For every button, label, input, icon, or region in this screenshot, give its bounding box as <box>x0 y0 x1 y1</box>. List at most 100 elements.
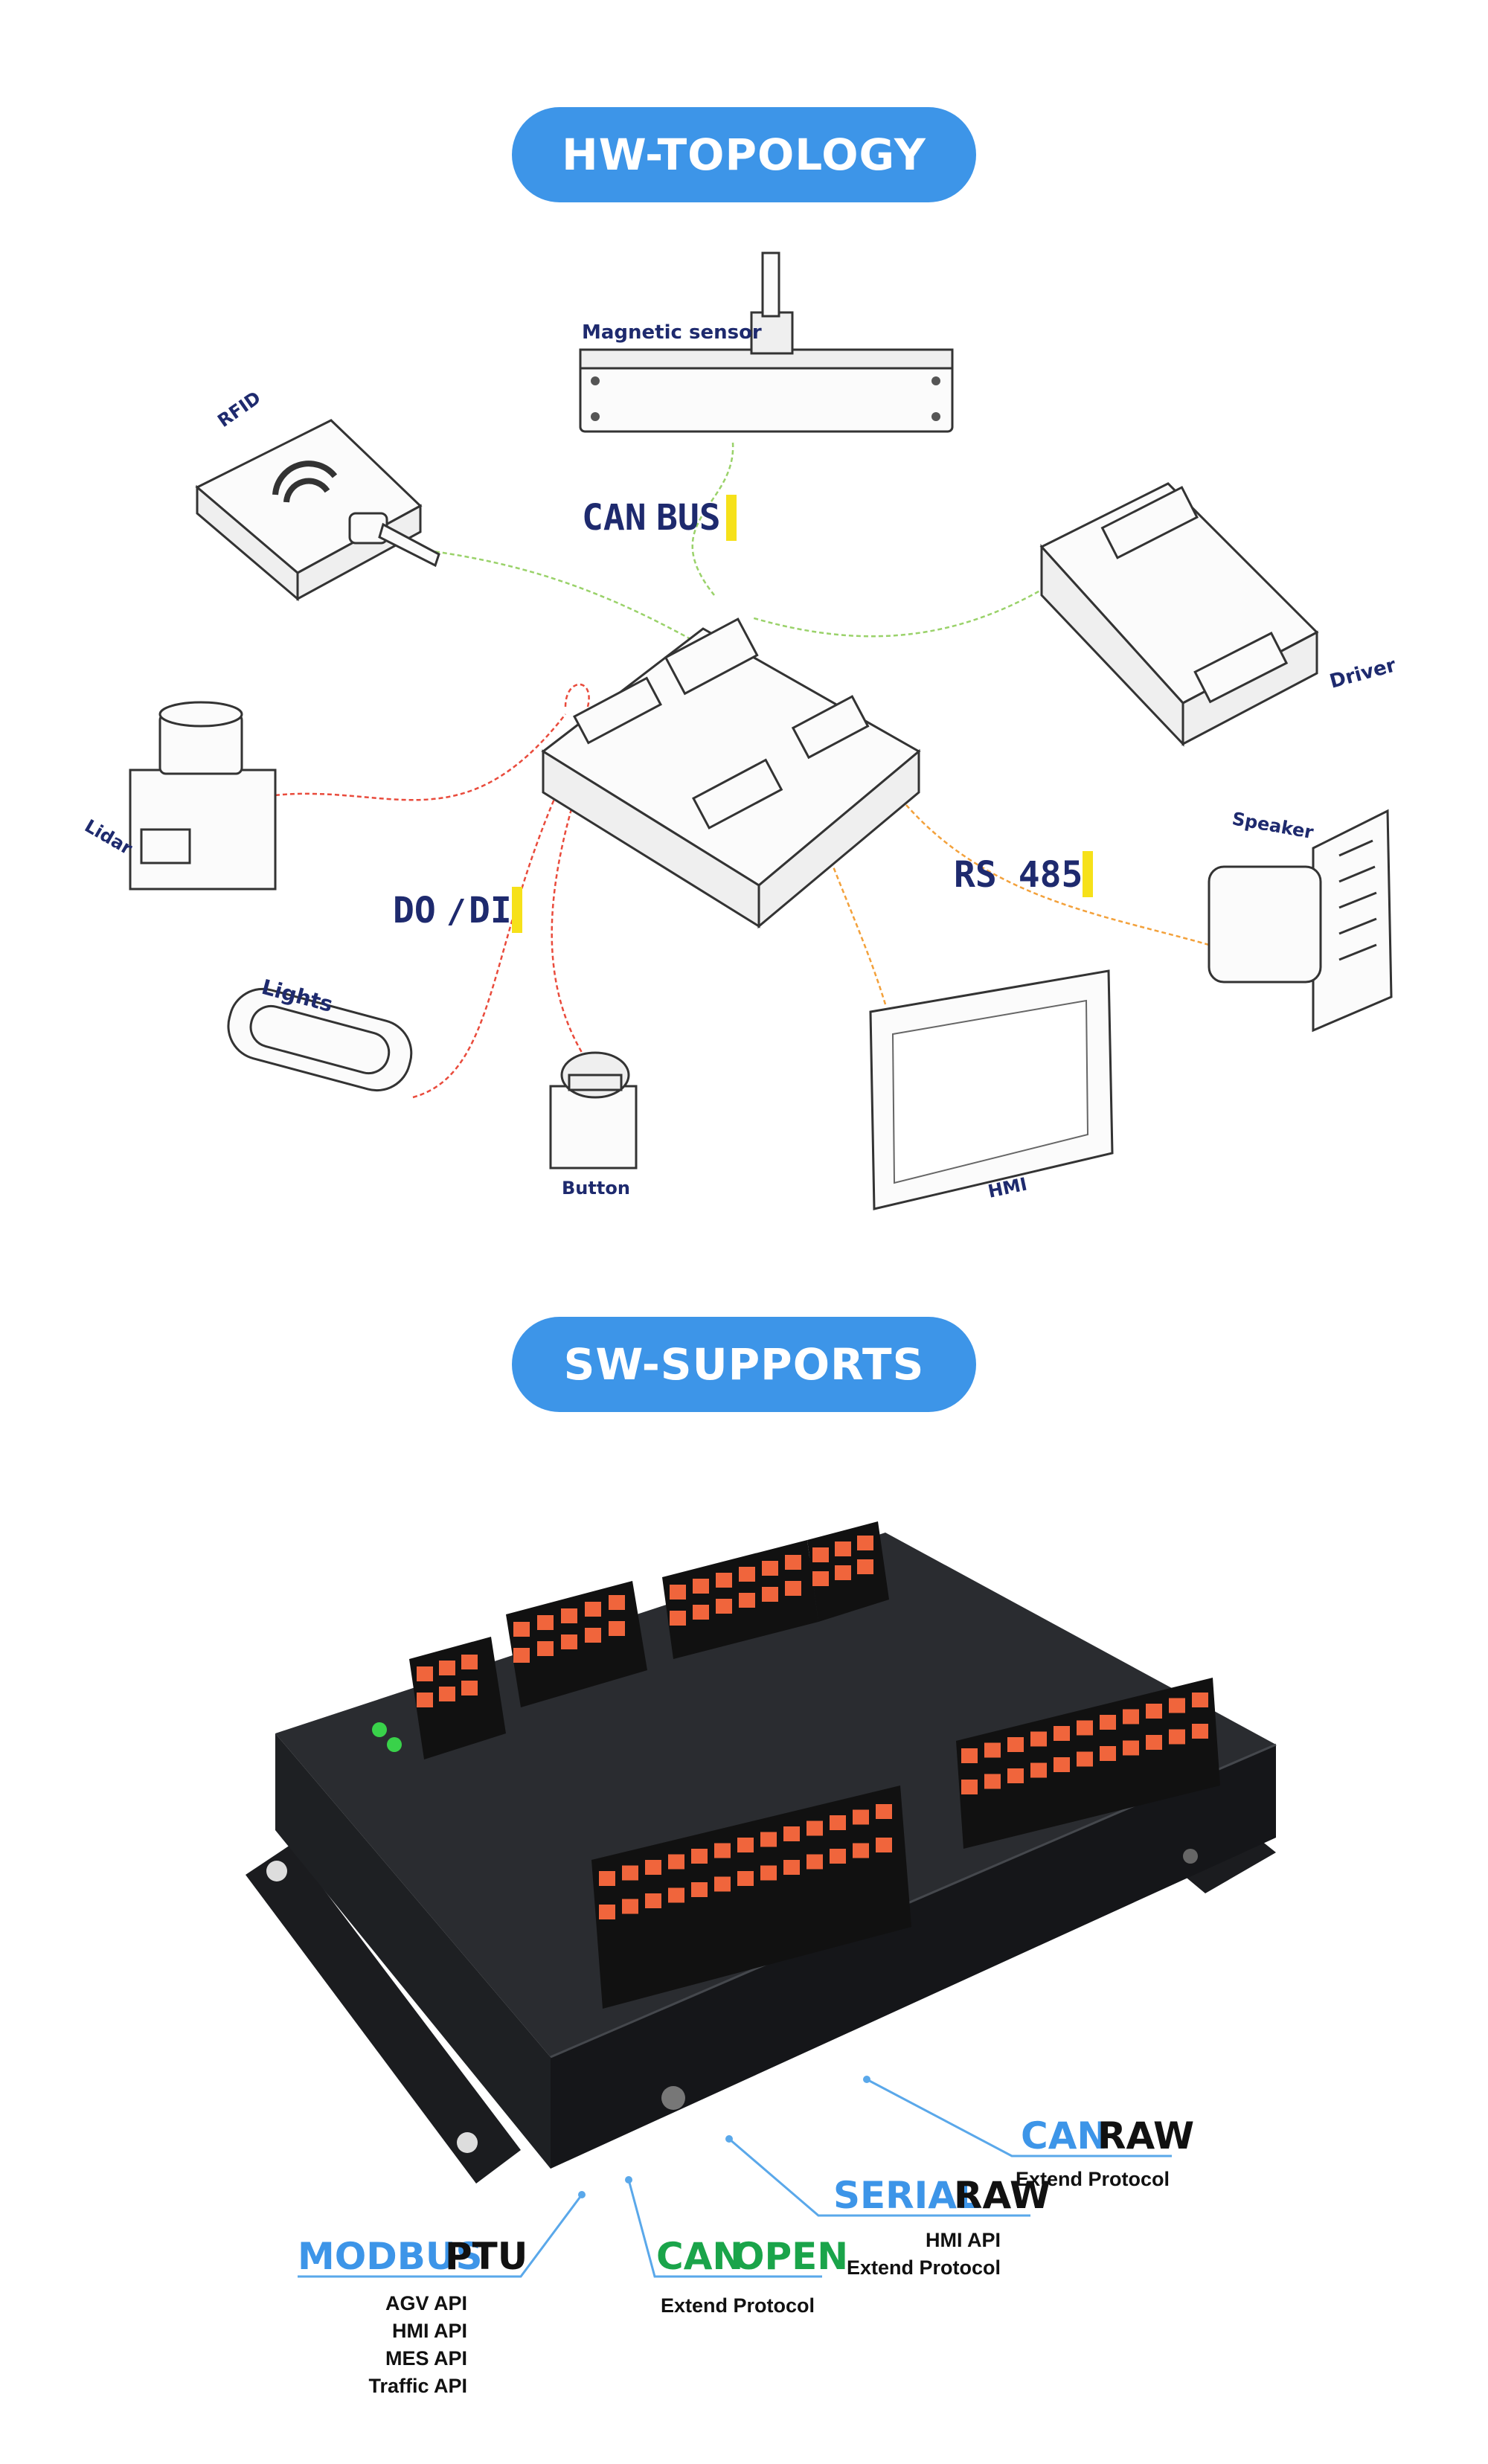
connector-pin <box>785 1555 801 1570</box>
can-bus-label-b: BUS <box>656 497 721 539</box>
connector-pin <box>806 1854 823 1870</box>
connector-pin <box>1123 1709 1139 1725</box>
connector-pin <box>691 1882 708 1897</box>
connector-pin <box>1007 1768 1024 1783</box>
connector-pin <box>853 1809 869 1825</box>
hw-topology-title: HW-TOPOLOGY <box>512 107 976 202</box>
can-raw-head-b: RAW <box>1097 2114 1194 2157</box>
connector-pin <box>417 1666 433 1681</box>
connector-pin <box>1077 1751 1093 1767</box>
can-open-head-a: CAN <box>656 2235 743 2278</box>
connector-pin <box>599 1871 615 1886</box>
connector-pin <box>417 1693 433 1707</box>
connector-pin <box>760 1865 777 1881</box>
orange-connector-pins <box>417 1536 1208 1919</box>
connector-pin <box>693 1605 709 1620</box>
connector-pin <box>668 1887 684 1903</box>
serial-raw-line: Extend Protocol <box>847 2256 1001 2279</box>
modbus-head-b: PTU <box>445 2235 527 2278</box>
can-open-line: Extend Protocol <box>661 2294 815 2317</box>
connector-pin <box>439 1661 455 1675</box>
connector-pin <box>835 1541 851 1556</box>
modbus-line: Traffic API <box>368 2375 467 2397</box>
connector-pin <box>513 1648 530 1663</box>
connector-pin <box>984 1774 1001 1789</box>
connector-pin <box>1169 1698 1185 1713</box>
serial-raw-line: HMI API <box>926 2229 1001 2251</box>
connector-pin <box>537 1641 554 1656</box>
connector-pin <box>693 1579 709 1594</box>
callout-lines <box>298 2076 1172 2278</box>
controller-chassis <box>246 1521 1277 2184</box>
can-raw-callout: CAN RAW Extend Protocol <box>1016 2114 1194 2190</box>
connector-pin <box>737 1871 754 1886</box>
connector-pin <box>1054 1757 1070 1772</box>
connector-pin <box>961 1780 978 1794</box>
serial-raw-head-b: RAW <box>954 2174 1051 2217</box>
connector-pin <box>739 1593 755 1608</box>
connector-pin <box>812 1571 829 1586</box>
serial-raw-callout: SERIAL RAW HMI API Extend Protocol <box>833 2174 1051 2279</box>
connector-pin <box>537 1615 554 1630</box>
connector-pin <box>876 1838 892 1852</box>
connector-pin <box>716 1573 732 1588</box>
connector-pin <box>622 1899 638 1914</box>
button-label: Button <box>562 1178 630 1199</box>
connector-pin <box>585 1602 601 1617</box>
rs485-label-text: RS 485 <box>954 854 1083 896</box>
connector-pin <box>835 1565 851 1580</box>
connector-pin <box>806 1820 823 1836</box>
connector-pin <box>645 1860 661 1875</box>
do-di-label-sep: / <box>446 893 466 931</box>
can-bus-label-a: CAN <box>582 497 647 539</box>
connector-pin <box>716 1599 732 1614</box>
can-raw-head-a: CAN <box>1021 2114 1108 2157</box>
lidar-device: Lidar <box>81 701 277 891</box>
connector-pin <box>1169 1729 1185 1745</box>
can-bus-label: CAN BUS <box>582 495 737 541</box>
connector-pin <box>1123 1740 1139 1756</box>
connector-pin <box>439 1687 455 1701</box>
connector-pin <box>1146 1735 1162 1750</box>
magnetic-sensor-label: Magnetic sensor <box>582 321 762 344</box>
hw-topology-diagram: Magnetic sensor RFID Lidar Lights Button <box>81 251 1399 1210</box>
button-device: Button <box>549 1051 638 1199</box>
connector-pin <box>961 1748 978 1763</box>
connector-pin <box>1192 1724 1208 1739</box>
connector-pin <box>1192 1693 1208 1707</box>
do-di-label-a: DO <box>393 890 436 931</box>
modbus-line: MES API <box>385 2347 467 2370</box>
connector-pin <box>599 1905 615 1919</box>
connector-pin <box>1030 1762 1047 1778</box>
connector-pin <box>783 1860 800 1875</box>
connector-pin <box>461 1655 478 1669</box>
can-open-head-b: OPEN <box>733 2235 848 2278</box>
can-open-callout: CAN OPEN Extend Protocol <box>656 2235 848 2317</box>
connector-pin <box>1100 1746 1116 1761</box>
magnetic-sensor-device: Magnetic sensor <box>579 251 954 433</box>
connector-pin <box>1007 1737 1024 1752</box>
connector-pin <box>785 1581 801 1596</box>
connector-pin <box>513 1622 530 1637</box>
do-di-label: DO / DI <box>393 887 522 933</box>
connector-pin <box>645 1893 661 1908</box>
modbus-line: AGV API <box>385 2292 467 2314</box>
connector-pin <box>812 1547 829 1562</box>
connector-pin <box>830 1815 846 1830</box>
connector-pin <box>1054 1726 1070 1741</box>
can-bus-wires <box>427 442 1046 641</box>
connector-pin <box>622 1865 638 1881</box>
connector-pin <box>670 1611 686 1626</box>
can-raw-line: Extend Protocol <box>1016 2168 1170 2190</box>
connector-pin <box>668 1854 684 1870</box>
connector-pin <box>561 1634 577 1649</box>
rs485-label: RS 485 <box>954 851 1093 897</box>
modbus-line: HMI API <box>392 2320 467 2342</box>
connector-pin <box>857 1536 873 1550</box>
connector-pin <box>762 1587 778 1602</box>
sw-supports-title: SW-SUPPORTS <box>512 1317 976 1412</box>
connector-pin <box>585 1628 601 1643</box>
connector-pin <box>714 1843 731 1858</box>
serial-raw-head-a: SERIAL <box>833 2174 981 2217</box>
connector-pin <box>830 1849 846 1864</box>
